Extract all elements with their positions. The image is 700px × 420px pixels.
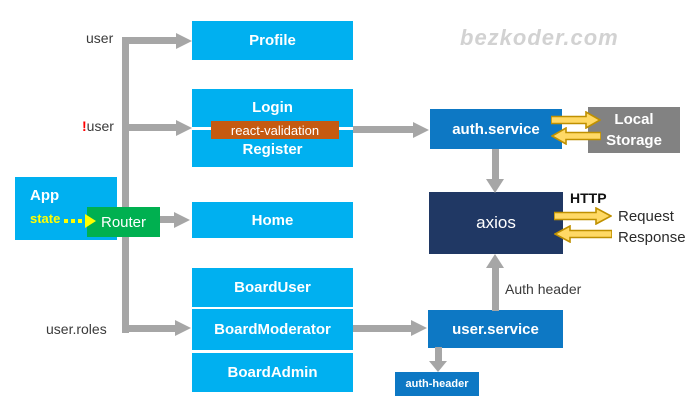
arrow-head bbox=[176, 33, 192, 49]
dot bbox=[64, 219, 68, 223]
edge-label-not-user: !user bbox=[82, 118, 114, 134]
node-local-storage: Local Storage bbox=[588, 107, 680, 153]
label-http: HTTP bbox=[570, 190, 607, 206]
arrow-head bbox=[486, 254, 504, 268]
dot bbox=[71, 219, 75, 223]
gold-arrow-http-response bbox=[554, 225, 612, 243]
arrow-router-to-home bbox=[160, 216, 178, 223]
edge-label-auth-header: Auth header bbox=[505, 281, 582, 297]
arrow-user-to-profile bbox=[122, 37, 178, 44]
arrow-head bbox=[175, 320, 191, 336]
label-request: Request bbox=[618, 208, 674, 225]
node-label: BoardModerator bbox=[214, 321, 331, 338]
gold-arrow-left-localstorage bbox=[551, 127, 601, 145]
watermark: bezkoder.com bbox=[460, 25, 619, 50]
arrow-head bbox=[486, 179, 504, 193]
arrow-head bbox=[176, 120, 192, 136]
arrow-head bbox=[413, 122, 429, 138]
node-auth-service: auth.service bbox=[430, 109, 562, 149]
node-auth-header: auth-header bbox=[395, 372, 479, 396]
edge-label-user-roles: user.roles bbox=[46, 321, 107, 337]
node-router: Router bbox=[87, 207, 160, 237]
node-label: axios bbox=[476, 213, 516, 232]
arrow-userservice-to-authheader bbox=[435, 347, 442, 362]
node-label: Local Storage bbox=[606, 111, 662, 149]
arrow-login-to-authservice bbox=[353, 126, 415, 133]
node-board-admin: BoardAdmin bbox=[192, 353, 353, 392]
not-mark: ! bbox=[82, 118, 87, 134]
node-axios: axios bbox=[429, 192, 563, 254]
node-label: BoardAdmin bbox=[227, 364, 318, 381]
node-label: Profile bbox=[249, 32, 296, 49]
app-title: App bbox=[30, 187, 60, 204]
arrow-head bbox=[85, 214, 96, 228]
not-user-text: user bbox=[86, 118, 114, 134]
node-label: user.service bbox=[452, 320, 539, 338]
app-state-label: state bbox=[30, 211, 61, 226]
arrow-authservice-to-axios bbox=[492, 149, 499, 180]
dot bbox=[78, 219, 82, 223]
node-label: BoardUser bbox=[234, 279, 311, 296]
node-label: Home bbox=[251, 211, 294, 229]
arrow-head bbox=[174, 212, 190, 228]
gold-arrow-http-request bbox=[554, 207, 612, 225]
node-user-service: user.service bbox=[428, 310, 563, 348]
node-board-user: BoardUser bbox=[192, 268, 353, 307]
label-response: Response bbox=[618, 229, 686, 246]
node-label: react-validation bbox=[230, 122, 320, 138]
arrow-head bbox=[411, 320, 427, 336]
arrow-userservice-to-axios bbox=[492, 267, 499, 311]
node-home: Home bbox=[192, 202, 353, 238]
edge-label-user: user bbox=[86, 30, 114, 46]
gold-arrow-right-localstorage bbox=[551, 111, 601, 129]
arrow-board-to-userservice bbox=[353, 325, 413, 332]
arrow-notuser-to-login bbox=[122, 124, 178, 131]
arrow-roles-to-boards bbox=[122, 325, 177, 332]
node-login-label: Login bbox=[252, 99, 293, 116]
node-register-label: Register bbox=[242, 141, 303, 158]
node-label: auth-header bbox=[405, 378, 469, 390]
arrow-head bbox=[429, 361, 447, 372]
node-board-moderator: BoardModerator bbox=[192, 309, 353, 350]
router-trunk-line bbox=[122, 37, 129, 333]
node-label: auth.service bbox=[452, 120, 540, 138]
node-profile: Profile bbox=[192, 21, 353, 60]
state-dotted-arrow bbox=[64, 214, 96, 228]
node-react-validation: react-validation bbox=[211, 121, 339, 139]
node-label: Router bbox=[100, 213, 147, 231]
